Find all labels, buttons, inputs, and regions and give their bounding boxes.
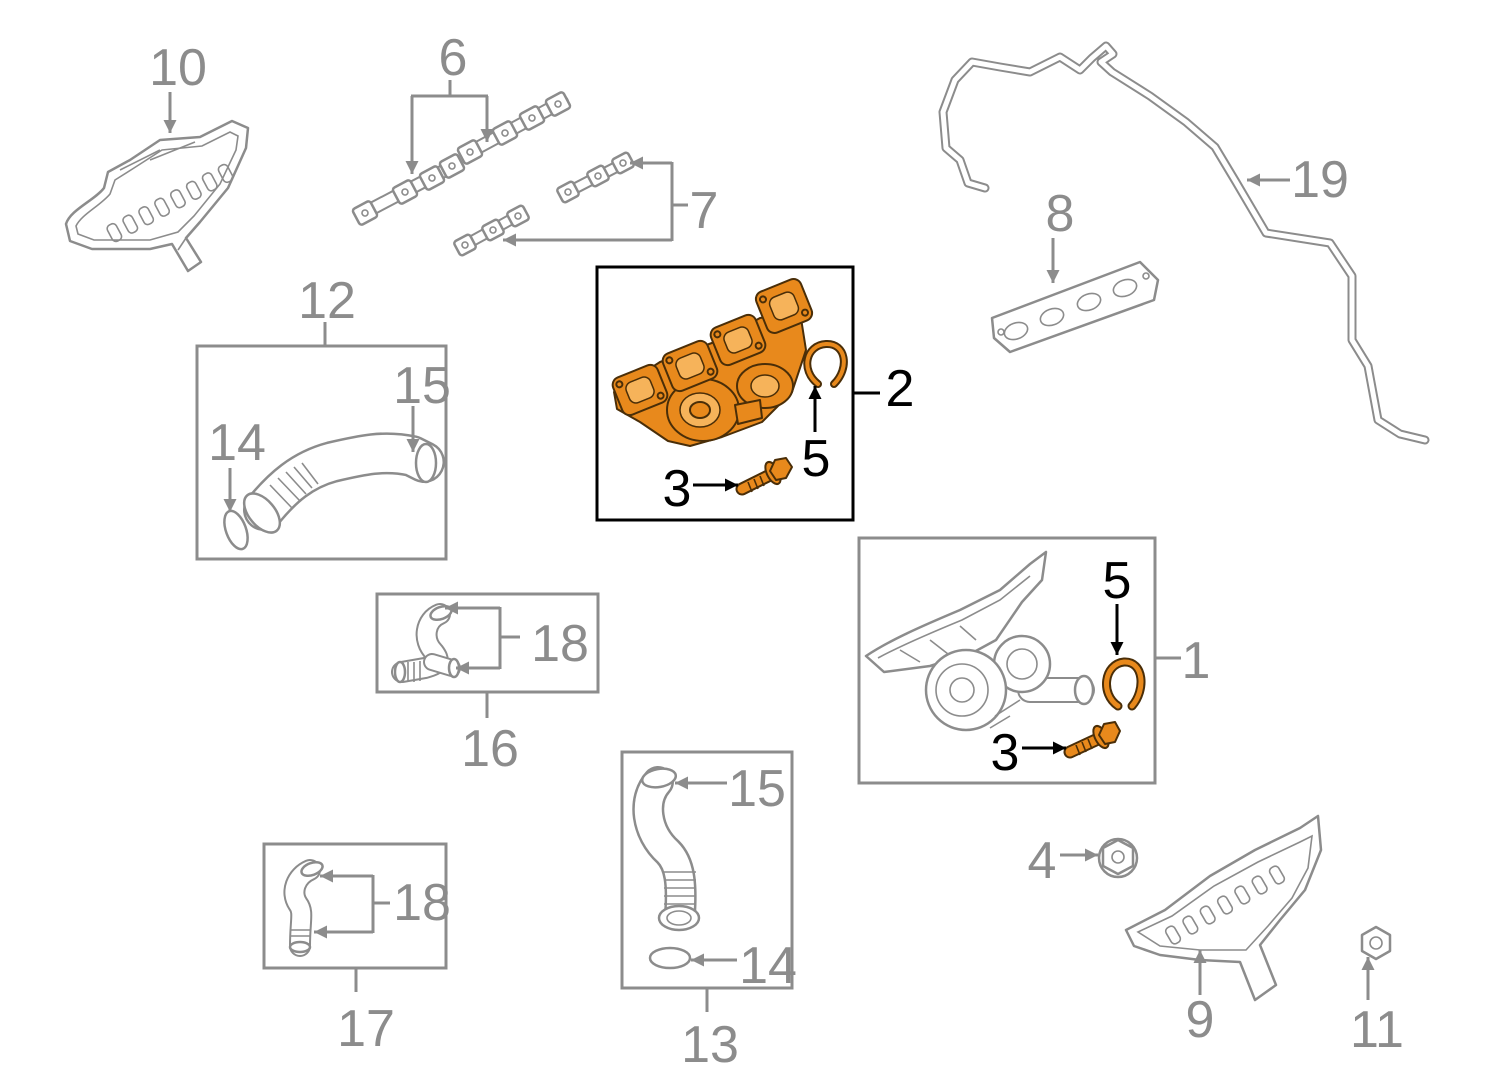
callout-6: 6 <box>439 29 468 87</box>
callout-3: 3 <box>991 724 1020 782</box>
bolt-3-highlighted <box>735 457 793 496</box>
callout-12: 12 <box>298 272 356 330</box>
intake-hose-13 <box>632 766 701 932</box>
clip-5-highlighted <box>803 340 848 388</box>
lower-heat-shield <box>1124 814 1323 1002</box>
callout-4: 4 <box>1028 832 1057 890</box>
callout-17: 17 <box>337 1000 395 1058</box>
long-pipe <box>938 41 1430 445</box>
hex-nut <box>1360 925 1392 961</box>
flange-gasket <box>990 260 1160 354</box>
arrow-7 <box>503 156 688 247</box>
hose-pair-17 <box>283 859 324 957</box>
callout-18: 18 <box>531 615 589 673</box>
callout-15: 15 <box>728 760 786 818</box>
intake-hose-12 <box>242 432 445 534</box>
callout-5: 5 <box>1103 552 1132 610</box>
callout-16: 16 <box>461 720 519 778</box>
callout-1: 1 <box>1182 632 1211 690</box>
callout-18: 18 <box>393 874 451 932</box>
arrow-6 <box>405 80 494 174</box>
callout-5: 5 <box>802 430 831 488</box>
arrow-18 <box>445 601 520 675</box>
group-box-12 <box>195 344 448 561</box>
callout-13: 13 <box>681 1016 739 1074</box>
callout-14: 14 <box>208 414 266 472</box>
callout-11: 11 <box>1350 1001 1404 1059</box>
flanged-nut <box>1097 837 1139 879</box>
callout-2: 2 <box>886 360 915 418</box>
callout-3: 3 <box>663 460 692 518</box>
upper-heat-shield <box>64 119 250 273</box>
bolt-3-highlighted <box>1063 721 1121 759</box>
arrow-18 <box>314 869 390 939</box>
callout-7: 7 <box>690 182 719 240</box>
callout-15: 15 <box>393 357 451 415</box>
hose-pair-16 <box>391 603 461 684</box>
group-box-1 <box>857 536 1157 785</box>
turbo-manifold-highlighted <box>611 278 814 447</box>
gasket-strip-small <box>453 151 635 257</box>
seal-ring-14 <box>648 946 692 970</box>
callout-9: 9 <box>1186 991 1215 1049</box>
callout-14: 14 <box>739 937 797 995</box>
callout-8: 8 <box>1046 185 1075 243</box>
callout-10: 10 <box>149 39 207 97</box>
turbo-manifold-assembly <box>864 550 1095 732</box>
callout-19: 19 <box>1291 151 1349 209</box>
gasket-strip-pair <box>351 91 572 226</box>
clip-5-highlighted <box>1102 657 1146 711</box>
